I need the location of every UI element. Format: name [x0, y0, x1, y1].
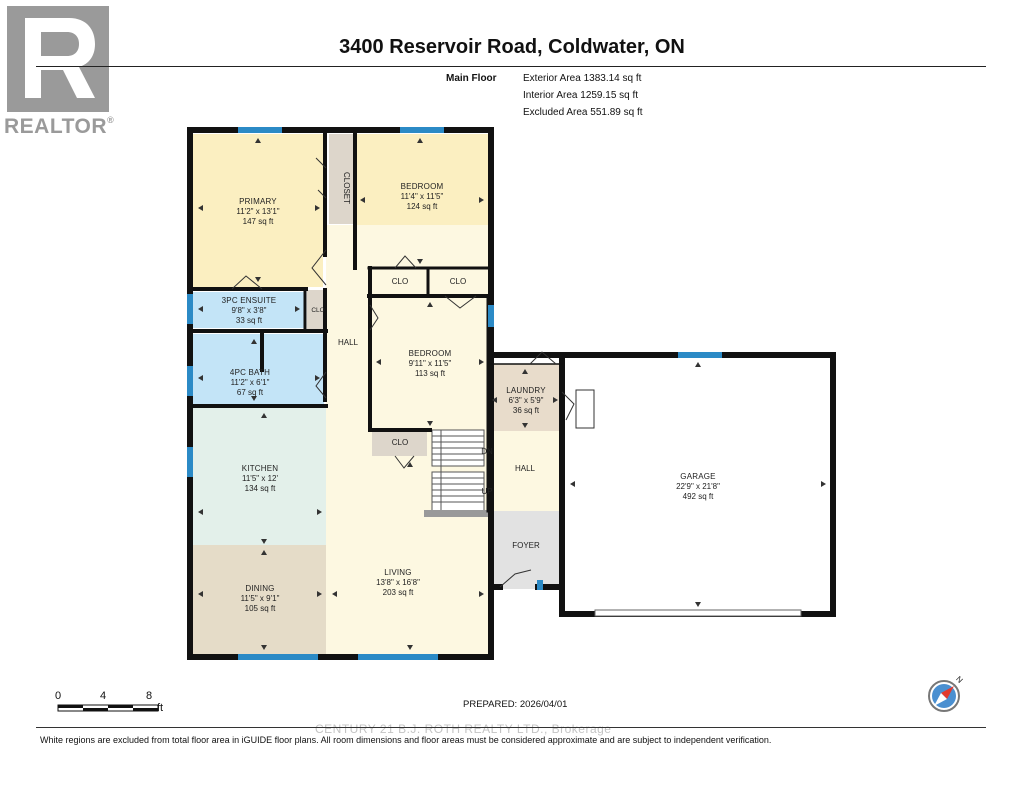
hall-label-2: HALL	[514, 464, 535, 473]
floor-name: Main Floor	[446, 73, 497, 84]
clo-label-ensuite: CLO	[311, 307, 325, 314]
brokerage-watermark: CENTURY 21 B.J. ROTH REALTY LTD., Broker…	[315, 722, 612, 736]
room-fill-bath	[193, 334, 324, 405]
exterior-area: Exterior Area 1383.14 sq ft	[523, 73, 642, 84]
realtor-logo-text: REALTOR®	[4, 115, 115, 138]
stairs-down-label: DN	[481, 447, 493, 456]
excluded-area: Excluded Area 551.89 sq ft	[523, 107, 643, 118]
clo-label-living: CLO	[391, 438, 409, 447]
header-divider	[36, 66, 986, 67]
realtor-logo-mark	[7, 6, 109, 112]
room-fill-dining	[193, 545, 326, 655]
realtor-r-icon	[25, 18, 95, 98]
room-fill-hall	[488, 431, 562, 511]
compass-icon	[928, 680, 960, 712]
scale-tick-0: 0	[55, 690, 62, 702]
room-fill-primary	[193, 134, 323, 287]
hall-label: HALL	[337, 338, 358, 347]
prepared-date: PREPARED: 2026/04/01	[463, 699, 568, 710]
stairs-up-label: UP	[481, 487, 493, 496]
room-fill-closet	[329, 134, 353, 224]
stairs	[431, 429, 485, 513]
footer-divider	[36, 727, 986, 728]
room-fill-foyer	[488, 511, 562, 589]
room-fill-kitchen	[193, 408, 326, 545]
realtor-logo: REALTOR®	[0, 0, 125, 140]
scale-tick-8: 8	[146, 690, 153, 702]
room-fill-laundry	[488, 364, 562, 431]
dimension-ticks	[198, 138, 826, 650]
windows	[187, 127, 722, 660]
clo-label-a: CLO	[391, 277, 409, 286]
foyer-label: FOYER	[512, 541, 540, 550]
scale-bar	[57, 704, 159, 712]
room-fill-clo-living	[372, 432, 427, 456]
garage-door	[594, 609, 802, 617]
interior-area: Interior Area 1259.15 sq ft	[523, 90, 639, 101]
disclaimer: White regions are excluded from total fl…	[40, 735, 772, 745]
scale-tick-4: 4	[100, 690, 107, 702]
room-fill-ensuite	[193, 292, 305, 328]
room-fill-clo-ensuite	[307, 290, 328, 332]
closet-label: CLOSET	[342, 172, 351, 205]
clo-label-b: CLO	[449, 277, 467, 286]
laundry-appliance	[575, 389, 595, 429]
room-fill-garage	[566, 357, 830, 610]
page-title: 3400 Reservoir Road, Coldwater, ON	[339, 36, 685, 58]
stair-landing	[424, 510, 488, 517]
scale-unit: ft	[157, 702, 164, 714]
door-swings	[231, 157, 575, 588]
